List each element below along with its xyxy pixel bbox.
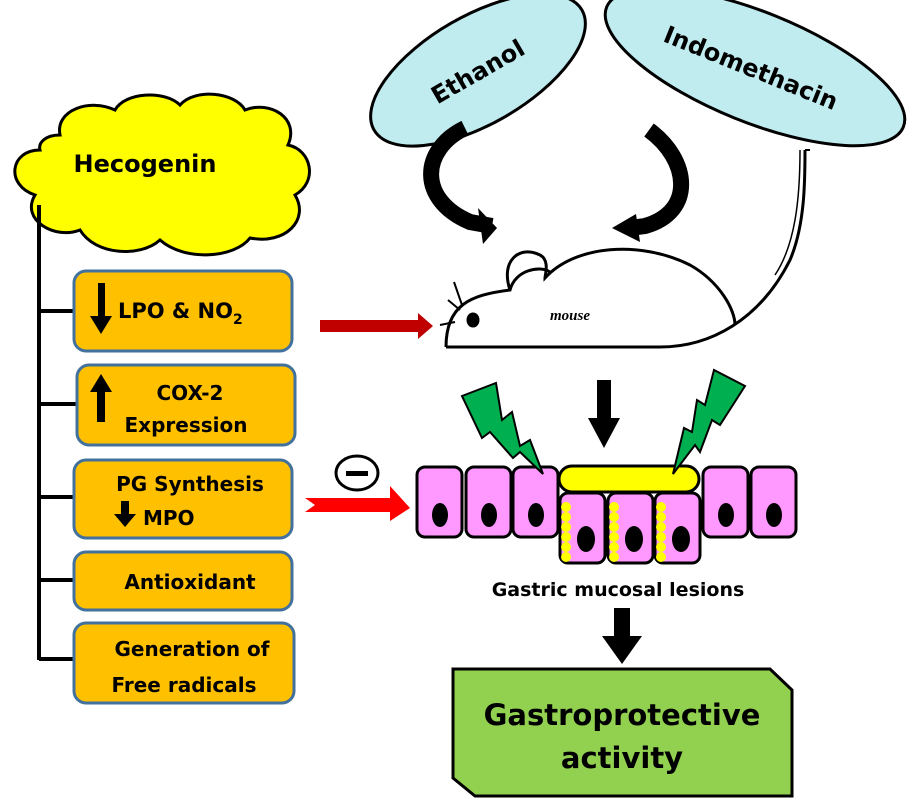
mucus-droplet — [609, 522, 619, 532]
cell-nucleus — [528, 503, 544, 527]
cell-nucleus — [625, 526, 643, 552]
mouse-illustration — [439, 149, 810, 349]
up-arrow-icon — [90, 374, 112, 392]
curved-arrow-ethanol — [423, 120, 497, 244]
epithelial-cell — [415, 465, 464, 539]
inducer-ethanol: Ethanol — [369, 0, 587, 148]
down-arrow-icon — [98, 283, 105, 318]
result-box: Gastroprotective activity — [451, 667, 794, 798]
epithelial-cell — [701, 465, 750, 539]
gastric-epithelium — [415, 464, 798, 565]
effect-cox2-line1: COX-2 — [157, 381, 224, 405]
effect-pg-line1: PG Synthesis — [116, 472, 264, 496]
effect-box-pg: PG Synthesis MPO — [72, 458, 294, 540]
result-line1: Gastroprotective — [484, 698, 761, 732]
mucus-droplet — [656, 542, 666, 552]
lightning-bolt-right — [672, 368, 747, 475]
mucus-droplet — [656, 502, 666, 512]
mucus-droplet — [561, 502, 571, 512]
mucus-droplet — [656, 552, 666, 562]
mucus-droplet — [561, 552, 571, 562]
mucus-droplet — [609, 502, 619, 512]
mucus-droplet — [609, 552, 619, 562]
mucus-layer — [557, 464, 701, 494]
result-line2: activity — [561, 741, 683, 775]
cell-nucleus — [766, 503, 782, 527]
mucus-droplet — [656, 522, 666, 532]
mucus-droplet — [609, 512, 619, 522]
effect-box-cox2: COX-2 Expression — [75, 363, 297, 447]
effect-box-free-radicals: Generation of Free radicals — [72, 621, 296, 705]
lesion-label: Gastric mucosal lesions — [492, 579, 745, 601]
svg-text:LPO & NO2: LPO & NO2 — [118, 299, 243, 328]
cell-nucleus — [432, 503, 448, 527]
effect-pg-line2: MPO — [143, 506, 195, 530]
effect-antioxidant-label: Antioxidant — [124, 570, 256, 594]
down-arrow-to-result — [602, 608, 642, 664]
mucus-droplet — [656, 532, 666, 542]
mucus-droplet — [609, 542, 619, 552]
mucus-droplet — [656, 512, 666, 522]
mouse-label: mouse — [550, 308, 590, 324]
effect-cox2-line2: Expression — [125, 413, 248, 437]
down-arrow-icon — [121, 501, 129, 517]
mucus-droplet — [561, 512, 571, 522]
inhibition-symbol — [334, 454, 380, 492]
epithelial-cell — [749, 465, 798, 539]
mucus-droplet — [561, 532, 571, 542]
red-arrow-to-cells — [305, 486, 410, 521]
effect-box-antioxidant: Antioxidant — [72, 550, 294, 612]
lightning-bolt-left — [460, 381, 544, 475]
cell-nucleus — [577, 526, 595, 552]
effect-free-radicals-line2: Free radicals — [112, 673, 257, 697]
down-arrow-to-cells — [588, 380, 620, 448]
epithelial-cell — [464, 465, 513, 539]
cell-nucleus — [672, 526, 690, 552]
mucus-droplet — [561, 542, 571, 552]
inducer-indomethacin: Indomethacin — [603, 0, 907, 148]
effect-free-radicals-line1: Generation of — [115, 637, 270, 661]
hecogenin-cloud: Hecogenin — [13, 92, 311, 257]
effect-lpo-subscript: 2 — [233, 312, 243, 328]
tree-connector — [37, 205, 77, 661]
mucus-droplet — [561, 522, 571, 532]
mouse-eye — [466, 312, 480, 328]
cell-nucleus — [718, 503, 734, 527]
effect-lpo-label: LPO & NO — [118, 299, 233, 323]
effect-box-lpo: LPO & NO2 — [72, 269, 294, 353]
cell-nucleus — [481, 503, 497, 527]
mucus-droplet — [609, 532, 619, 542]
curved-arrow-indomethacin — [612, 123, 689, 242]
hecogenin-title: Hecogenin — [74, 150, 217, 178]
red-arrow-to-mouse — [320, 313, 433, 339]
minus-icon — [346, 471, 368, 476]
